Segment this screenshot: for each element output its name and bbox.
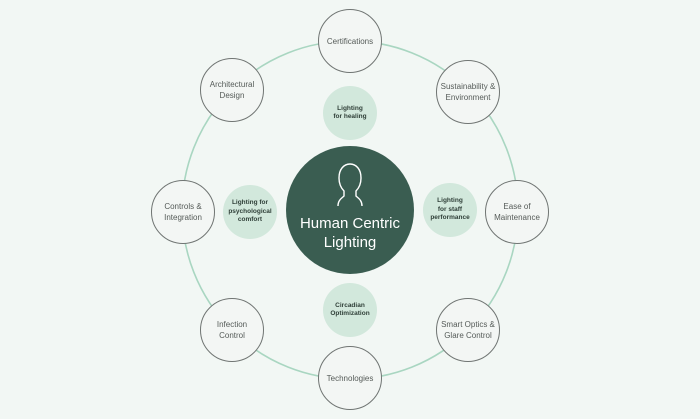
- label-line: performance: [430, 214, 470, 222]
- label-line: psychological: [228, 207, 272, 215]
- label-line: Glare Control: [444, 331, 492, 340]
- outer-node-label: Sustainability & Environment: [441, 81, 496, 103]
- head-silhouette-icon: [337, 163, 363, 207]
- label-line: Certifications: [326, 36, 374, 46]
- label-line: Circadian: [335, 301, 365, 309]
- label-line: Maintenance: [494, 213, 540, 222]
- outer-node-label: Ease of Maintenance: [494, 201, 540, 223]
- label-line: Ease of: [503, 202, 531, 211]
- outer-node-sustainability: Sustainability & Environment: [436, 60, 500, 124]
- outer-node-certifications: Certifications: [318, 9, 382, 73]
- label-line: comfort: [237, 216, 263, 224]
- label-line: Lighting for: [231, 199, 269, 207]
- label-line: Infection: [216, 320, 248, 329]
- outer-node-label: Smart Optics & Glare Control: [441, 319, 495, 341]
- label-line: Lighting: [437, 197, 463, 205]
- label-line: Controls &: [164, 202, 202, 211]
- outer-node-ease-of-maintenance: Ease of Maintenance: [485, 180, 549, 244]
- label-line: Environment: [445, 93, 491, 102]
- outer-node-label: Certifications: [327, 36, 373, 47]
- label-line: Architectural: [209, 80, 255, 89]
- label-line: for healing: [333, 113, 367, 120]
- outer-node-smart-optics: Smart Optics & Glare Control: [436, 298, 500, 362]
- label-line: Integration: [164, 213, 202, 222]
- center-node: Human Centric Lighting: [286, 146, 414, 274]
- label-line: Lighting: [337, 104, 363, 112]
- label-line: Sustainability &: [440, 82, 496, 91]
- center-title-line2: Lighting: [323, 234, 377, 251]
- label-line: Optimization: [330, 310, 370, 317]
- outer-node-technologies: Technologies: [318, 346, 382, 410]
- outer-node-label: Controls & Integration: [164, 201, 202, 223]
- label-line: Technologies: [326, 373, 374, 383]
- label-line: for staff: [437, 205, 463, 213]
- center-title-line1: Human Centric: [299, 215, 401, 232]
- label-line: Design: [219, 91, 245, 100]
- label-line: Control: [219, 331, 245, 340]
- outer-node-controls-integration: Controls & Integration: [151, 180, 215, 244]
- outer-node-label: Technologies: [327, 373, 374, 384]
- label-line: Smart Optics &: [441, 320, 495, 329]
